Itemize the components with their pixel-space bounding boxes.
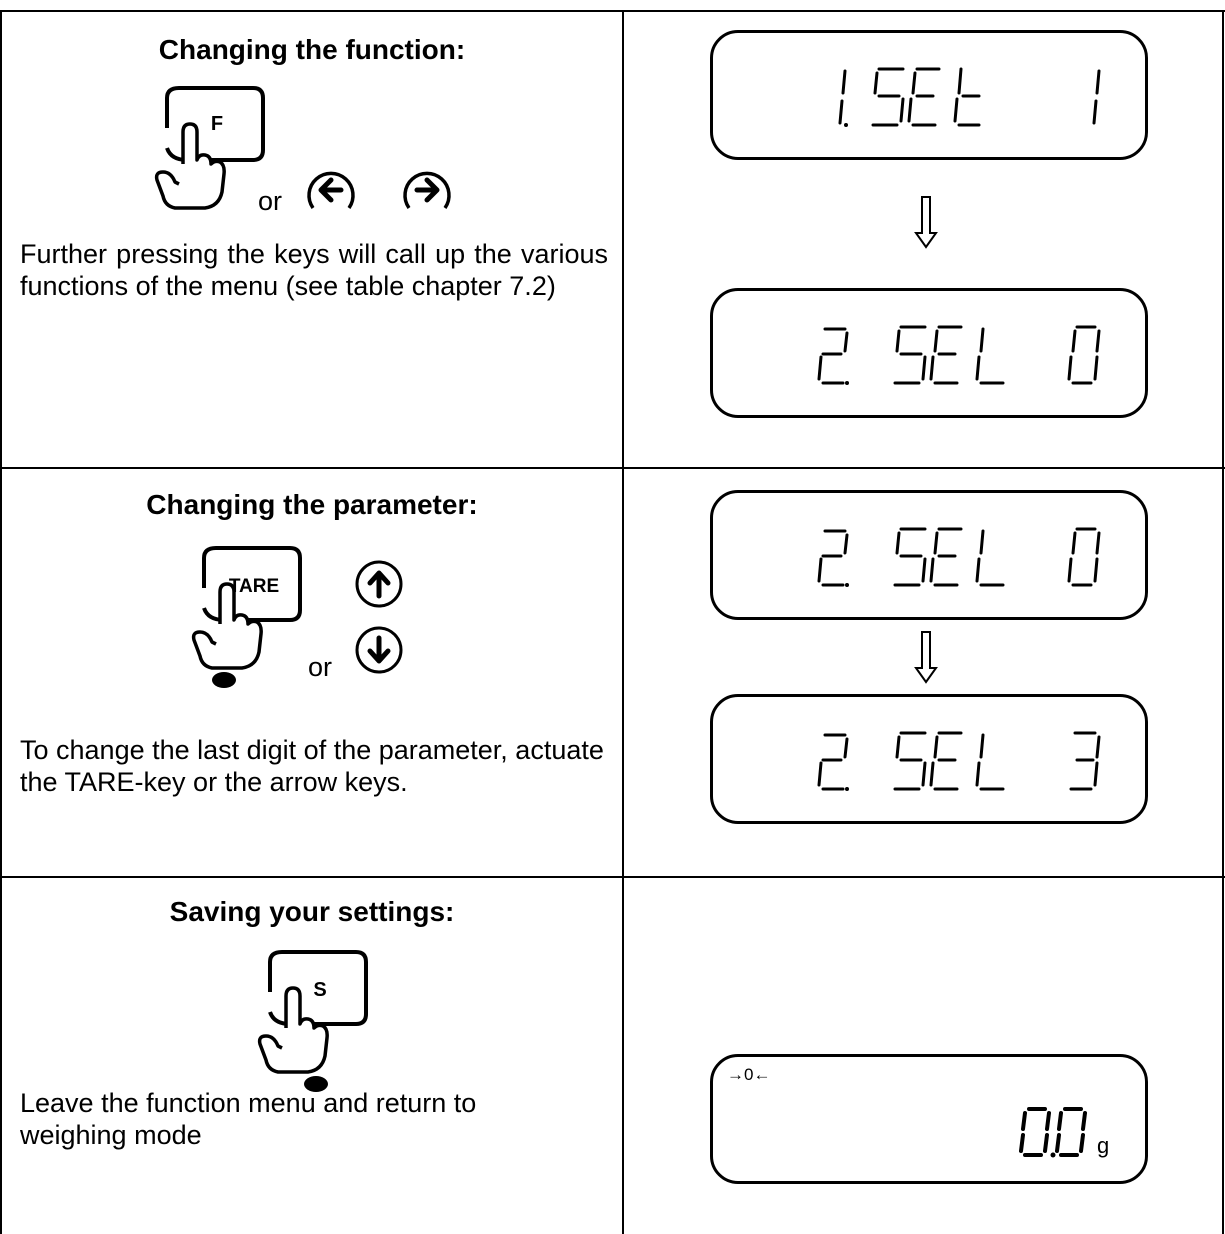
row2-heading: Changing the parameter:: [146, 489, 478, 520]
down-arrow-key-icon: [355, 626, 403, 674]
f-key-press-icon: F: [154, 86, 265, 210]
unit-label: g: [1097, 1133, 1110, 1158]
row2-description: To change the last digit of the paramete…: [20, 735, 604, 797]
tare-key-label: TARE: [229, 576, 279, 597]
row1-heading: Changing the function:: [158, 34, 466, 65]
up-arrow-key-icon: [355, 560, 403, 608]
or-label-1: or: [258, 186, 283, 216]
table-border-left: [0, 10, 2, 1234]
or-label-2: or: [308, 652, 333, 682]
row3-heading: Saving your settings:: [169, 896, 455, 927]
zero-indicator: →0←: [727, 1065, 771, 1084]
down-arrow-indicator-1: [914, 196, 938, 249]
s-key-label: S: [313, 979, 326, 1001]
weighing-display: →0← g: [710, 1054, 1148, 1184]
table-column-divider: [622, 10, 624, 1234]
down-arrow-indicator-2: [914, 631, 938, 684]
left-arrow-key-icon: [307, 171, 355, 210]
table-border-right: [1222, 10, 1224, 1234]
display-4-sel-3: [710, 694, 1148, 824]
display-1-set-1: [710, 30, 1148, 160]
tare-key-press-icon: TARE: [191, 546, 302, 688]
row-divider-1: [0, 467, 1225, 469]
display-3-sel-0: [710, 490, 1148, 620]
row1-description: Further pressing the keys will call up t…: [20, 239, 608, 301]
display-2-sel-0: [710, 288, 1148, 418]
row-divider-2: [0, 876, 1225, 878]
right-arrow-key-icon: [403, 171, 451, 210]
s-key-press-icon: S: [257, 950, 368, 1092]
row3-description: Leave the function menu and return to we…: [20, 1088, 477, 1150]
table-border-top: [0, 10, 1225, 12]
f-key-label: F: [211, 113, 223, 135]
